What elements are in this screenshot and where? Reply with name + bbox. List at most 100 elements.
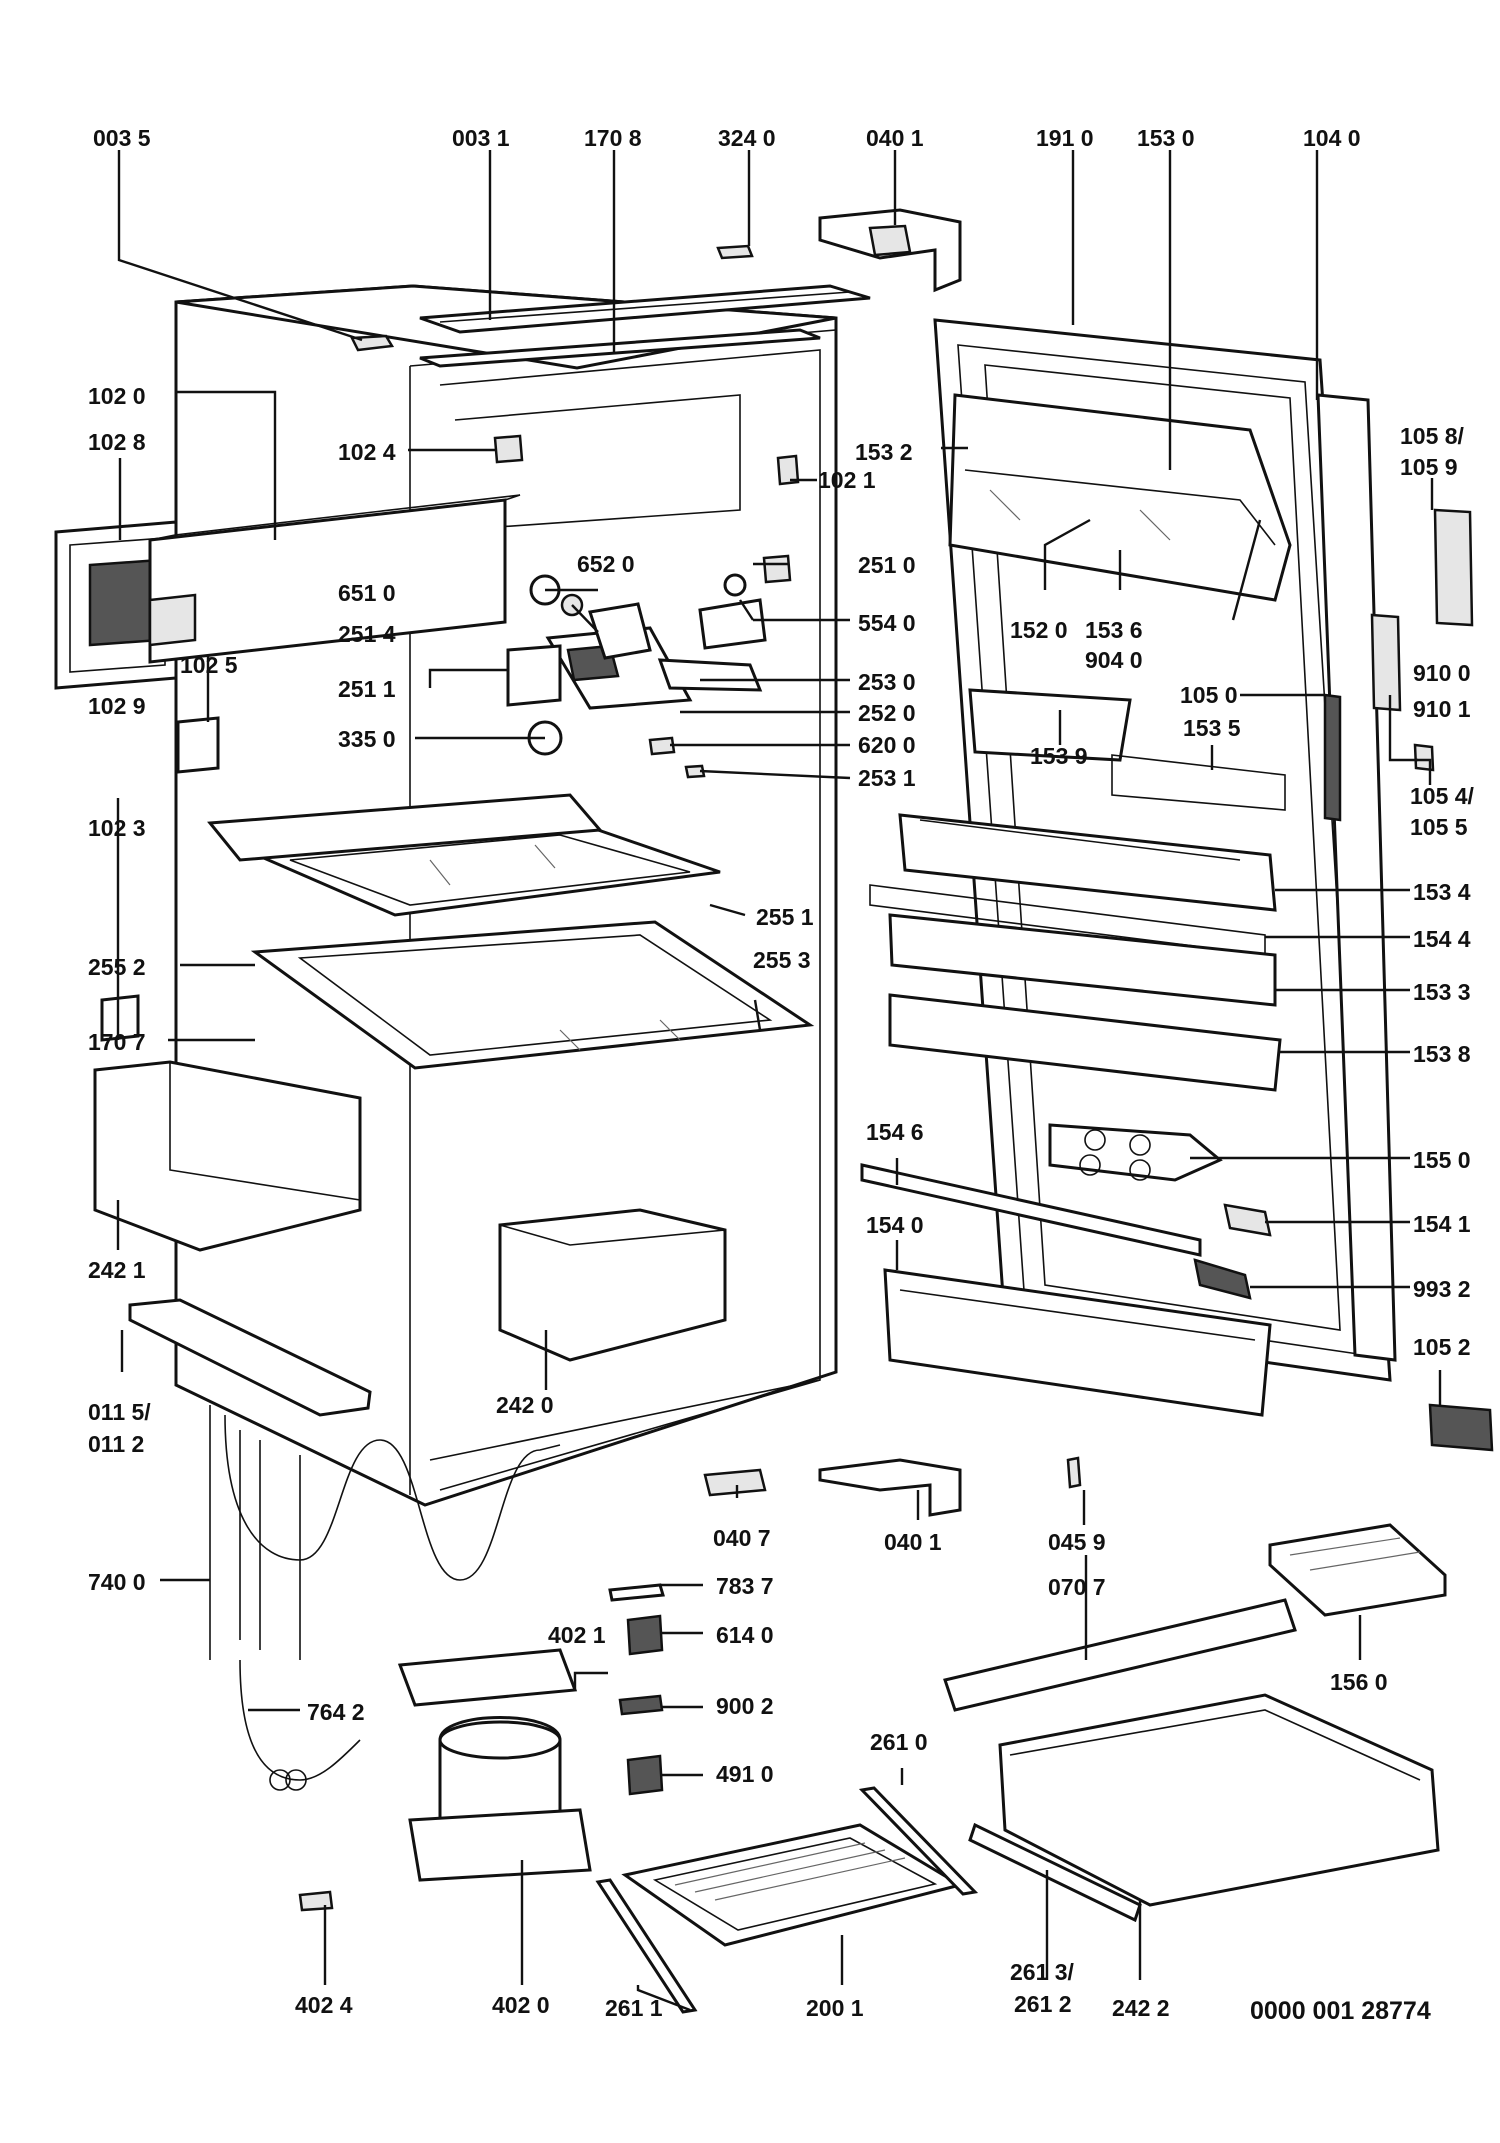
label-2531: 253 1 [858, 765, 916, 791]
label-1560: 156 0 [1330, 1669, 1388, 1695]
label-6520: 652 0 [577, 551, 635, 577]
door-latch-part [176, 716, 220, 774]
label-1029: 102 9 [88, 693, 146, 719]
label-1023: 102 3 [88, 815, 146, 841]
label-1050: 105 0 [1180, 682, 1238, 708]
label-2422: 242 2 [1112, 1995, 1170, 2021]
bottle-divider-strip [860, 1163, 1202, 1257]
label-1550: 155 0 [1413, 1147, 1471, 1173]
label-1028: 102 8 [88, 429, 146, 455]
kick-plate [943, 1598, 1297, 1712]
label-1025: 102 5 [180, 652, 238, 678]
label-2511: 251 1 [338, 676, 396, 702]
label-3350: 335 0 [338, 726, 396, 752]
label-1538: 153 8 [1413, 1041, 1471, 1067]
label-2514: 251 4 [338, 621, 396, 647]
label-1020: 102 0 [88, 383, 146, 409]
label-1541: 154 1 [1413, 1211, 1471, 1237]
label-2421: 242 1 [88, 1257, 146, 1283]
label-2520: 252 0 [858, 700, 916, 726]
label-0031: 003 1 [452, 125, 510, 151]
label-5540: 554 0 [858, 610, 916, 636]
label-1544: 154 4 [1413, 926, 1471, 952]
crisper-rail [968, 1822, 1142, 1923]
egg-tray [1048, 1123, 1223, 1182]
label-2001: 200 1 [806, 1995, 864, 2021]
top-cover-plate [419, 284, 871, 368]
evaporation-tray [621, 1823, 964, 1947]
label-6200: 620 0 [858, 732, 916, 758]
crisper-drawer-front [93, 1060, 362, 1252]
label-1520: 152 0 [1010, 617, 1068, 643]
label-2610: 261 0 [870, 1729, 928, 1755]
tray-rail-right [858, 1786, 979, 1896]
label-1024: 102 4 [338, 439, 396, 465]
freezer-door-panel [148, 494, 521, 664]
label-4024: 402 4 [295, 1992, 353, 2018]
freezer-door-frame [54, 520, 178, 690]
label-9100: 910 0 [1413, 660, 1471, 686]
door-small-clips [1193, 613, 1435, 1300]
label-2553: 255 3 [753, 947, 811, 973]
label-4021: 402 1 [548, 1622, 606, 1648]
label-1540: 154 0 [866, 1212, 924, 1238]
tray-rail-left [595, 1878, 698, 2014]
label-0459: 045 9 [1048, 1529, 1106, 1555]
crisper-drawer-rear [498, 1208, 727, 1362]
label-1040: 104 0 [1303, 125, 1361, 151]
label-0035: 003 5 [93, 125, 151, 151]
label-9932: 993 2 [1413, 1276, 1471, 1302]
thermostat-assembly [506, 554, 792, 779]
label-1910: 191 0 [1036, 125, 1094, 151]
relay-and-small-parts [608, 1583, 665, 1796]
label-1532: 153 2 [855, 439, 913, 465]
label-0401-top: 040 1 [866, 125, 924, 151]
door-box-small [968, 688, 1286, 811]
label-1058: 105 8/ [1400, 423, 1465, 449]
bottom-hinge-part [818, 1456, 1082, 1517]
label-2613: 261 3/ [1010, 1959, 1075, 1985]
small-bracket-part [100, 994, 140, 1042]
condenser-coil [209, 1405, 561, 1660]
label-1530: 153 0 [1137, 125, 1195, 151]
label-2551: 255 1 [756, 904, 814, 930]
door-bin-middle [888, 913, 1277, 1007]
label-2510: 251 0 [858, 552, 916, 578]
hinge-part-right [1428, 508, 1494, 1452]
label-2611: 261 1 [605, 1995, 663, 2021]
label-2420: 242 0 [496, 1392, 554, 1418]
label-0115: 011 5/ [88, 1399, 151, 1425]
label-2530: 253 0 [858, 669, 916, 695]
mounting-plate-small [298, 1468, 767, 1912]
label-3240: 324 0 [718, 125, 776, 151]
door-gasket-side [1316, 393, 1397, 1362]
label-1533: 153 3 [1413, 979, 1471, 1005]
dairy-compartment [948, 393, 1292, 602]
label-6140: 614 0 [716, 1622, 774, 1648]
part-labels: 003 5 003 1 170 8 324 0 040 1 191 0 153 … [88, 125, 1475, 2025]
label-2552: 255 2 [88, 954, 146, 980]
document-number: 0000 001 28774 [1250, 1997, 1431, 2025]
ice-cube-tray [1268, 1523, 1447, 1617]
label-9101: 910 1 [1413, 696, 1471, 722]
bottom-trim-strip [128, 1298, 372, 1417]
label-7400: 740 0 [88, 1569, 146, 1595]
label-1708: 170 8 [584, 125, 642, 151]
label-1539: 153 9 [1030, 743, 1088, 769]
label-1052: 105 2 [1413, 1334, 1471, 1360]
label-9002: 900 2 [716, 1693, 774, 1719]
label-1546: 154 6 [866, 1119, 924, 1145]
label-1054: 105 4/ [1410, 783, 1475, 809]
label-0407: 040 7 [713, 1525, 771, 1551]
label-1534: 153 4 [1413, 879, 1471, 905]
label-4020: 402 0 [492, 1992, 550, 2018]
top-hinge-part [818, 208, 962, 293]
label-1059: 105 9 [1400, 454, 1458, 480]
label-0401-bottom: 040 1 [884, 1529, 942, 1555]
label-7837: 783 7 [716, 1573, 774, 1599]
freezer-tray [207, 793, 604, 862]
leader-lines [116, 150, 1442, 2012]
label-1055: 105 5 [1410, 814, 1468, 840]
door-bin-bottom [883, 1268, 1272, 1417]
